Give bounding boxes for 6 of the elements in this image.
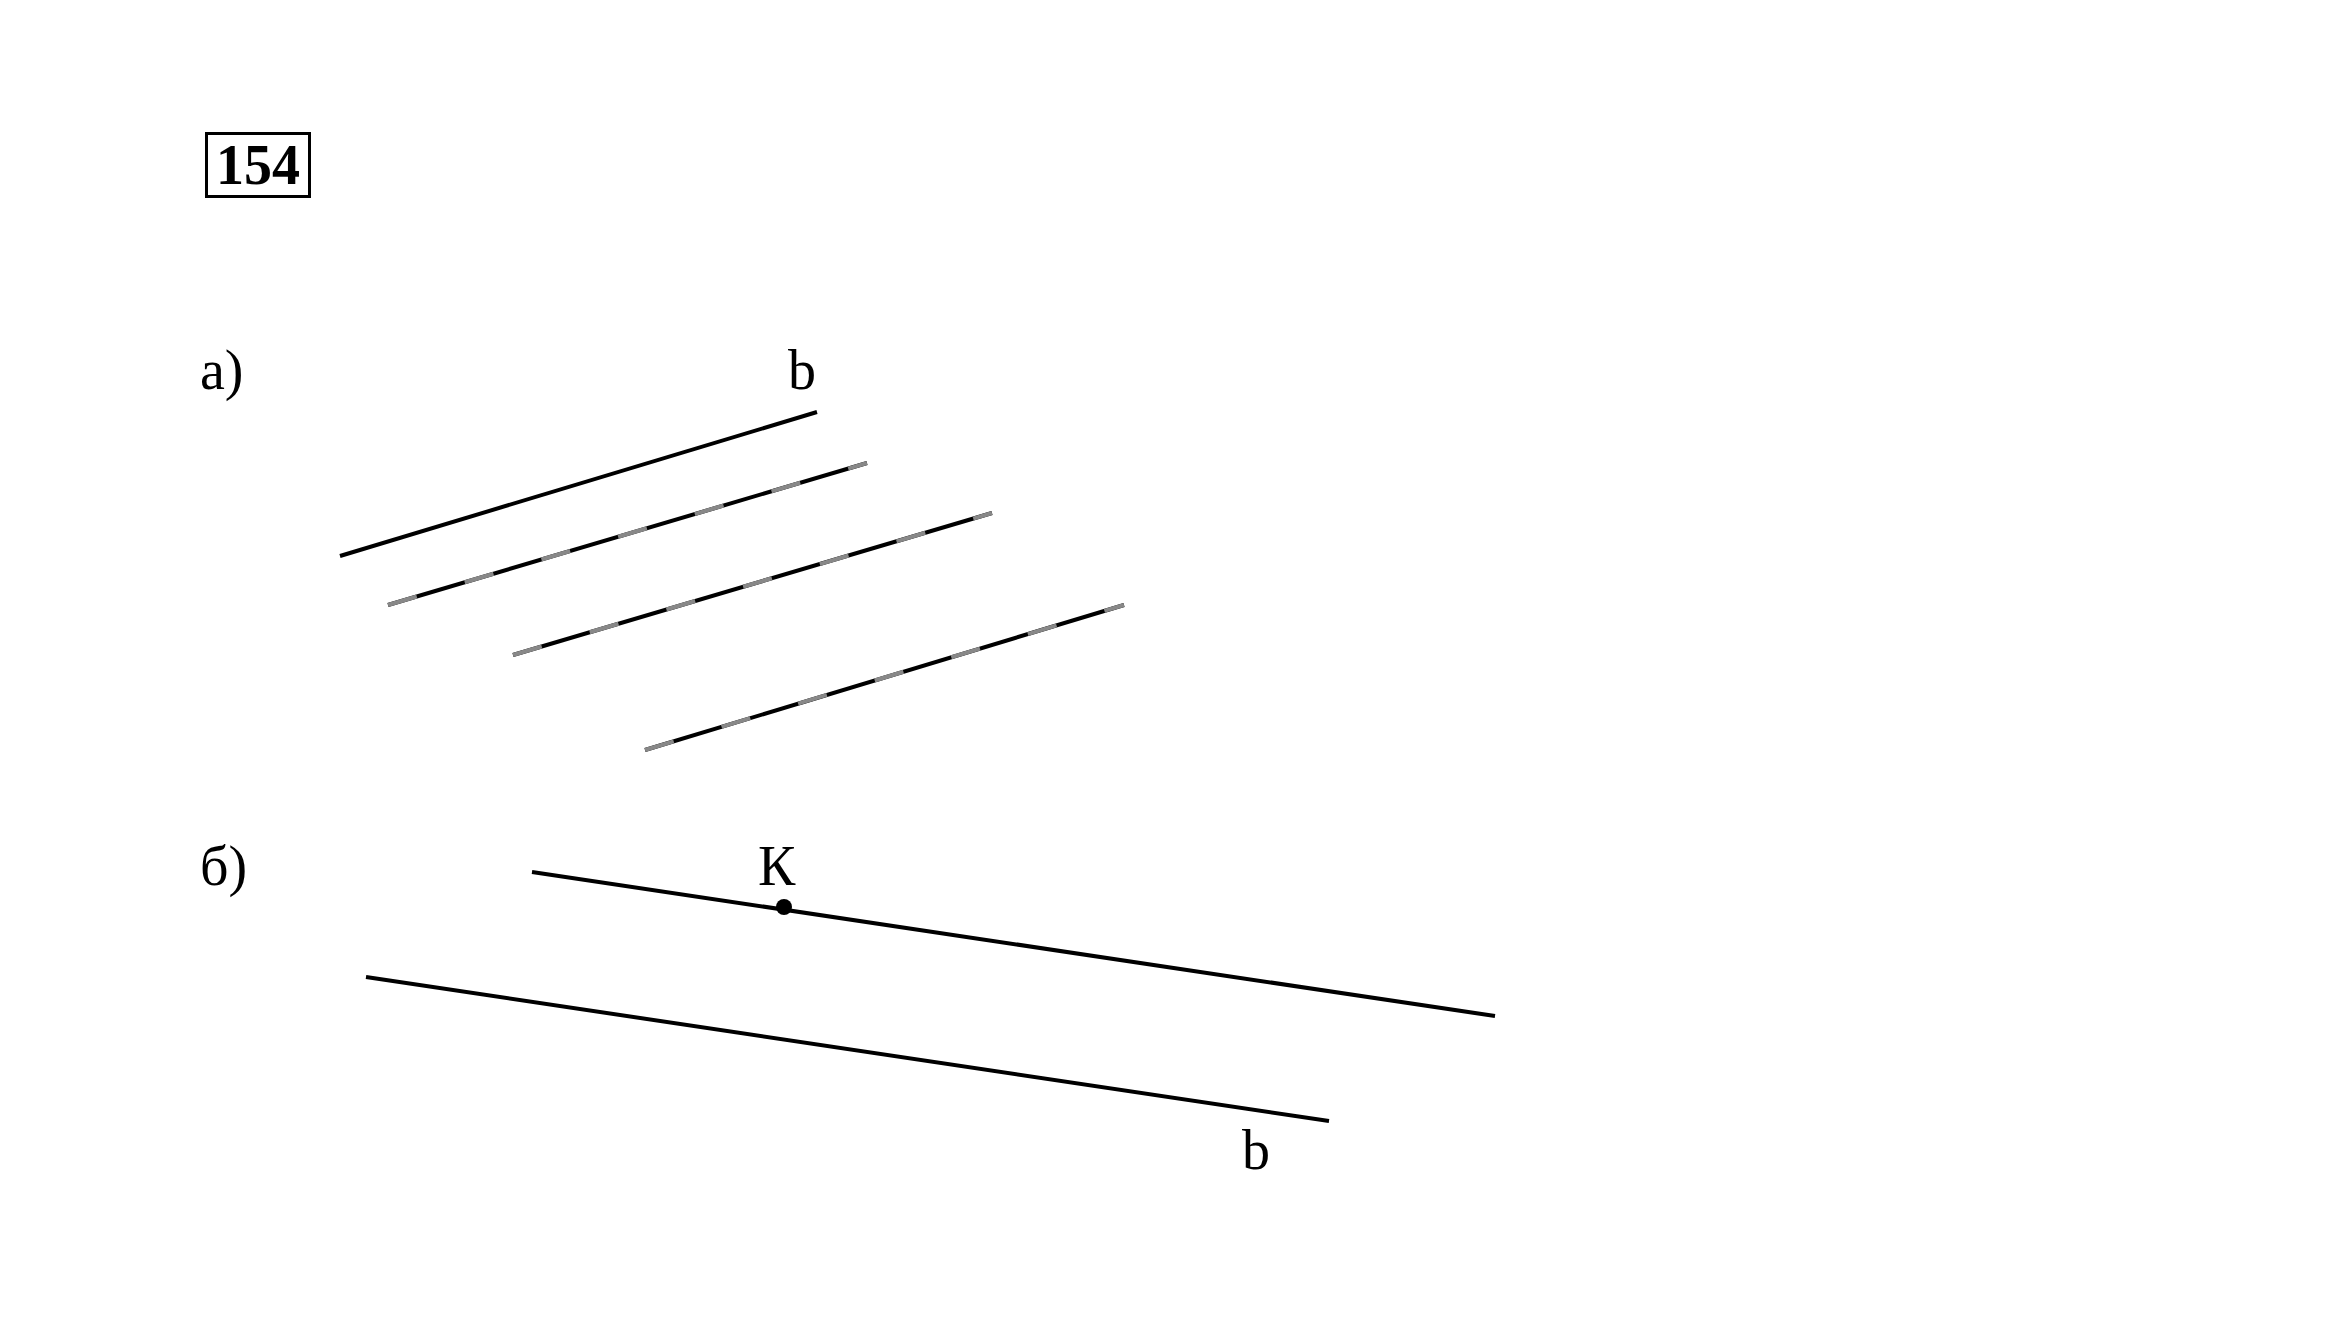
part-label: б)	[200, 836, 248, 896]
part-label: а)	[200, 340, 244, 400]
line-label: b	[1242, 1120, 1270, 1180]
line-label: b	[788, 340, 816, 400]
problem-number: 154	[205, 132, 311, 198]
point-label: К	[758, 836, 796, 896]
